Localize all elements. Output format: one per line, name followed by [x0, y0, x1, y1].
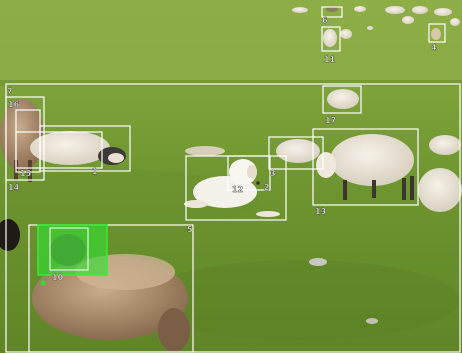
sheep: [367, 26, 373, 30]
bbox-12: [185, 155, 287, 221]
label-13: 13: [315, 207, 326, 216]
dog-head: [229, 159, 257, 185]
sheep: [292, 7, 308, 13]
detection-labels: 1 2 3 4 5 6 7 10 11 12 13 14 15 16 17: [7, 16, 437, 282]
label-10: 10: [52, 273, 64, 282]
label-6: 6: [322, 16, 328, 25]
label-17: 17: [325, 116, 336, 125]
highlighted-detection[interactable]: [37, 224, 108, 276]
bbox-image: [5, 83, 461, 353]
sheep-leg: [402, 178, 406, 200]
sheep: [185, 146, 225, 156]
sheep: [340, 29, 352, 39]
bbox-3: [268, 136, 324, 170]
stone: [366, 318, 378, 324]
label-1: 1: [92, 167, 98, 176]
bbox-6: [321, 6, 343, 18]
label-12: 12: [232, 185, 243, 194]
stone: [309, 258, 327, 266]
sheep-leg: [343, 180, 347, 200]
dark-shape: [0, 219, 20, 251]
label-5: 5: [187, 225, 193, 234]
sheep-leg: [372, 180, 376, 198]
sheep: [402, 16, 414, 24]
label-15: 15: [20, 169, 32, 178]
label-7: 7: [7, 87, 13, 96]
bbox-11: [321, 26, 341, 52]
label-2: 2: [264, 183, 270, 192]
dog-paw: [256, 211, 280, 217]
bbox-4: [428, 23, 446, 43]
highlight-anchor-dot: [40, 280, 46, 286]
sheep: [385, 6, 405, 14]
sheep: [434, 8, 452, 16]
distant-sheep-group: [292, 6, 460, 47]
sheep-leg: [28, 160, 32, 182]
sheep: [327, 89, 359, 109]
field-edge-shadow: [0, 80, 462, 86]
dog-ear: [247, 165, 257, 179]
dog-nose: [256, 181, 260, 185]
sheep: [412, 6, 428, 14]
sheep: [30, 131, 110, 165]
sheep-rump: [158, 308, 190, 352]
label-16: 16: [8, 100, 20, 109]
sheep-leg: [410, 176, 414, 200]
bbox-5: [28, 224, 194, 353]
sheep-face: [108, 153, 124, 163]
sheep: [429, 135, 461, 155]
label-4: 4: [431, 43, 437, 52]
bbox-17: [322, 85, 362, 114]
sheep: [418, 168, 462, 212]
dog-tail: [184, 200, 208, 208]
highlighted-inner-box: [49, 227, 89, 271]
sheep-head: [316, 152, 336, 178]
standing-sheep: [316, 134, 414, 200]
label-14: 14: [8, 183, 20, 192]
bbox-7: [5, 96, 45, 181]
sheep: [276, 139, 320, 163]
bbox-13: [312, 128, 419, 206]
sheep: [431, 28, 441, 40]
label-3: 3: [270, 169, 276, 178]
sheep: [450, 18, 460, 26]
label-11: 11: [324, 55, 336, 64]
bbox-16: [15, 109, 41, 173]
sheep: [354, 6, 366, 12]
sheepdog: [184, 159, 280, 217]
upper-field-band: [0, 0, 462, 80]
grass-patch: [140, 260, 460, 340]
sheep: [323, 29, 337, 47]
sheep-body: [330, 134, 414, 186]
detection-boxes: [5, 6, 461, 353]
grass-patch: [0, 170, 260, 230]
